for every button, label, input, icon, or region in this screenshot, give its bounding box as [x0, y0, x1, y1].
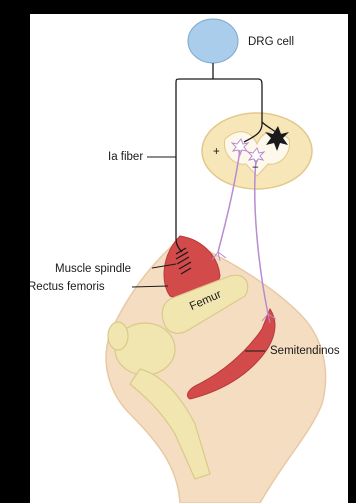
muscle-spindle-label: Muscle spindle [55, 263, 131, 275]
reflex-diagram [30, 14, 348, 503]
minus-sign: − [252, 162, 259, 174]
ia-fiber-label: Ia fiber [108, 151, 143, 163]
semitendinosus-label: Semitendinos [270, 345, 340, 357]
diagram-panel: DRG cell Ia fiber + − Muscle spindle Rec… [30, 14, 348, 503]
rectus-femoris-label: Rectus femoris [30, 281, 105, 293]
plus-sign: + [213, 146, 220, 158]
drg-cell-label: DRG cell [248, 36, 294, 48]
drg-cell [188, 19, 238, 63]
patella [108, 322, 128, 350]
